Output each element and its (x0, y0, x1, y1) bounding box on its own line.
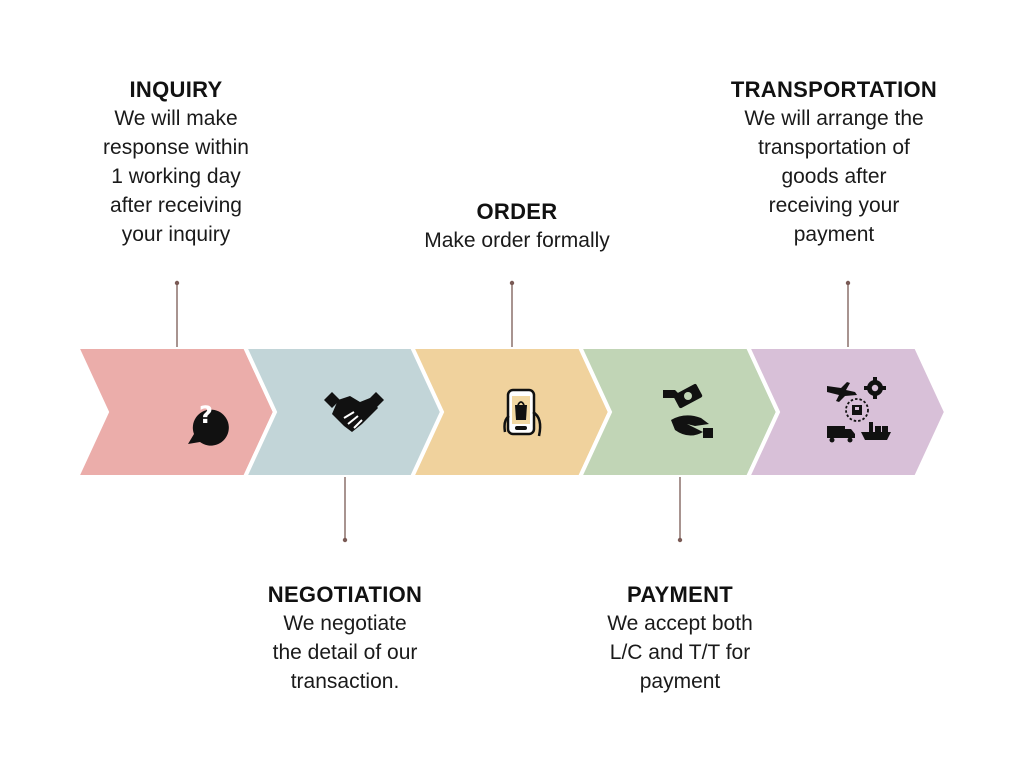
mobile-shopping-icon (503, 388, 542, 438)
connector-dot-order (509, 280, 515, 286)
step-desc-transportation-line-5: payment (793, 223, 875, 246)
step-title-payment: PAYMENT (626, 582, 733, 607)
step-desc-negotiation-line-2: the detail of our (272, 641, 418, 664)
step-text-negotiation: NEGOTIATION We negotiate the detail of o… (235, 580, 455, 696)
step-desc-payment-line-1: We accept both (607, 612, 753, 635)
step-desc-transportation-line-2: transportation of (758, 136, 910, 159)
step-desc-payment-line-2: L/C and T/T for (609, 641, 751, 664)
step-desc-transportation-line-1: We will arrange the (744, 107, 924, 130)
step-desc-negotiation-line-3: transaction. (290, 670, 400, 693)
connector-dot-payment (677, 537, 683, 543)
step-text-payment: PAYMENT We accept both L/C and T/T for p… (570, 580, 790, 696)
step-title-transportation: TRANSPORTATION (730, 77, 938, 102)
connector-dot-inquiry (174, 280, 180, 286)
step-title-order: ORDER (476, 199, 558, 224)
connector-dot-negotiation (342, 537, 348, 543)
step-desc-transportation-line-3: goods after (781, 165, 887, 188)
step-desc-payment-line-3: payment (639, 670, 721, 693)
chevron-inquiry (73, 345, 278, 479)
connector-dot-transportation (845, 280, 851, 286)
step-desc-order-line-1: Make order formally (424, 229, 610, 252)
step-desc-inquiry-line-5: your inquiry (121, 223, 231, 246)
step-desc-inquiry-line-4: after receiving (110, 194, 242, 217)
step-text-inquiry: INQUIRY We will make response within 1 w… (66, 75, 286, 249)
step-text-transportation: TRANSPORTATION We will arrange the trans… (714, 75, 954, 249)
step-title-inquiry: INQUIRY (129, 77, 223, 102)
step-desc-negotiation-line-1: We negotiate (283, 612, 407, 635)
step-text-order: ORDER Make order formally (397, 197, 637, 255)
chevron-payment (576, 345, 781, 479)
step-title-negotiation: NEGOTIATION (267, 582, 423, 607)
step-desc-inquiry-line-3: 1 working day (111, 165, 241, 188)
step-desc-inquiry-line-1: We will make (114, 107, 238, 130)
step-desc-transportation-line-4: receiving your (768, 194, 900, 217)
step-desc-inquiry-line-2: response within (103, 136, 249, 159)
